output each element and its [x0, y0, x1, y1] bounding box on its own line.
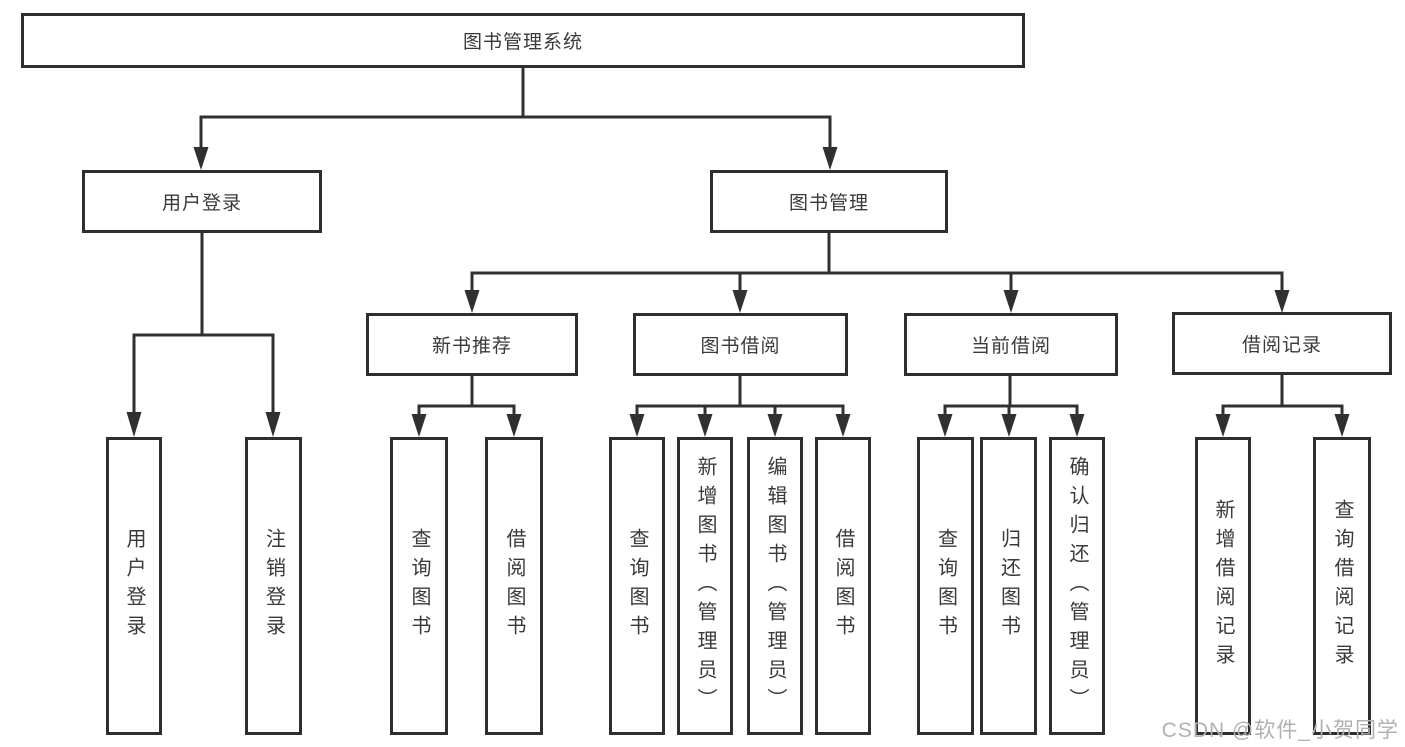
- node-book-management-label: 图书管理: [788, 193, 869, 214]
- connector-new-book-group: [417, 374, 516, 416]
- leaf-borrow-books-1-label: 借阅图书: [503, 528, 525, 644]
- node-user-login-label: 用户登录: [161, 193, 242, 214]
- connector-user-login-group: [132, 231, 275, 415]
- leaf-query-books-2-label: 查询图书: [626, 528, 648, 644]
- leaf-add-borrow-record: 新增借阅记录: [1195, 437, 1251, 735]
- leaf-query-books-1: 查询图书: [390, 437, 448, 735]
- leaf-query-borrow-record: 查询借阅记录: [1313, 437, 1371, 735]
- leaf-user-login-label: 用户登录: [123, 528, 145, 644]
- node-new-book-recommend-label: 新书推荐: [431, 336, 512, 357]
- csdn-watermark: CSDN @软件_小贺同学: [1161, 719, 1399, 742]
- leaf-logout-label: 注销登录: [262, 528, 285, 644]
- node-current-borrow-label: 当前借阅: [970, 336, 1051, 357]
- leaf-logout: 注销登录: [245, 437, 302, 735]
- leaf-borrow-books-2-label: 借阅图书: [832, 528, 854, 644]
- node-user-login: 用户登录: [82, 170, 322, 233]
- connector-current-borrow-group: [943, 374, 1079, 416]
- leaf-borrow-books-2: 借阅图书: [815, 437, 871, 735]
- connector-book-mgmt-to-level3: [470, 231, 1284, 292]
- connector-root-to-level2: [199, 66, 832, 150]
- node-root-system: 图书管理系统: [21, 13, 1025, 68]
- node-borrow-records: 借阅记录: [1172, 312, 1392, 375]
- node-book-management: 图书管理: [710, 170, 948, 233]
- node-book-borrow-label: 图书借阅: [700, 336, 781, 357]
- leaf-edit-books-admin: 编辑图书（管理员）: [747, 437, 803, 735]
- arrowheads-current-borrow-group: [937, 414, 1085, 437]
- leaf-add-books-admin-label: 新增图书（管理员）: [694, 455, 716, 717]
- node-borrow-records-label: 借阅记录: [1241, 335, 1322, 356]
- leaf-query-books-1-label: 查询图书: [408, 528, 430, 644]
- leaf-user-login: 用户登录: [106, 437, 162, 735]
- leaf-edit-books-admin-label: 编辑图书（管理员）: [764, 455, 786, 717]
- arrowheads-records-group: [1215, 414, 1350, 437]
- leaf-confirm-return-admin: 确认归还（管理员）: [1049, 437, 1105, 735]
- arrowheads-user-login-group: [126, 412, 281, 437]
- leaf-borrow-books-1: 借阅图书: [485, 437, 543, 735]
- leaf-add-borrow-record-label: 新增借阅记录: [1212, 499, 1234, 673]
- leaf-return-books: 归还图书: [980, 437, 1037, 735]
- node-book-borrow: 图书借阅: [633, 313, 848, 376]
- arrowheads-level2: [193, 147, 838, 170]
- node-current-borrow: 当前借阅: [904, 313, 1118, 376]
- leaf-return-books-label: 归还图书: [997, 528, 1020, 644]
- arrowheads-level3: [464, 290, 1290, 313]
- leaf-confirm-return-admin-label: 确认归还（管理员）: [1066, 455, 1088, 717]
- connector-records-group: [1221, 374, 1344, 416]
- node-new-book-recommend: 新书推荐: [366, 313, 578, 376]
- leaf-query-borrow-record-label: 查询借阅记录: [1331, 499, 1353, 673]
- node-root-label: 图书管理系统: [462, 32, 583, 53]
- leaf-add-books-admin: 新增图书（管理员）: [677, 437, 733, 735]
- arrowheads-book-borrow-group: [629, 414, 851, 437]
- connector-book-borrow-group: [635, 374, 845, 416]
- leaf-query-books-2: 查询图书: [609, 437, 665, 735]
- leaf-query-books-3-label: 查询图书: [934, 528, 957, 644]
- arrowheads-new-book-group: [411, 414, 522, 437]
- leaf-query-books-3: 查询图书: [917, 437, 974, 735]
